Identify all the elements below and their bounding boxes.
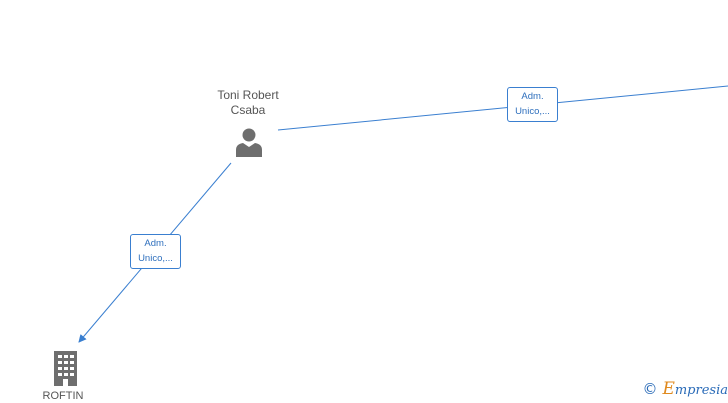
person-icon[interactable]: [234, 127, 264, 157]
relation-label-2-line2: Unico,...: [138, 253, 173, 264]
person-name-line1: Toni Robert: [217, 88, 279, 102]
relation-label-1-line1: Adm.: [521, 91, 544, 102]
edge-person-to-offscreen: [277, 85, 728, 131]
copyright-symbol: ©: [642, 380, 658, 398]
relation-label-2-line1: Adm.: [144, 238, 167, 249]
company-name[interactable]: ROFTIN: [42, 390, 84, 402]
relation-label-1-line2: Unico,...: [515, 106, 550, 117]
brand-first-letter: E: [662, 379, 675, 399]
person-name[interactable]: Toni Robert Csaba: [196, 88, 300, 118]
person-name-line2: Csaba: [230, 103, 266, 117]
empresia-watermark: © Empresia: [642, 379, 728, 399]
building-icon[interactable]: [51, 351, 80, 386]
brand-logo: Empresia: [662, 379, 728, 399]
relation-label-2[interactable]: Adm. Unico,...: [130, 234, 181, 269]
relation-label-1[interactable]: Adm. Unico,...: [507, 87, 558, 122]
brand-rest: mpresia: [674, 383, 728, 398]
